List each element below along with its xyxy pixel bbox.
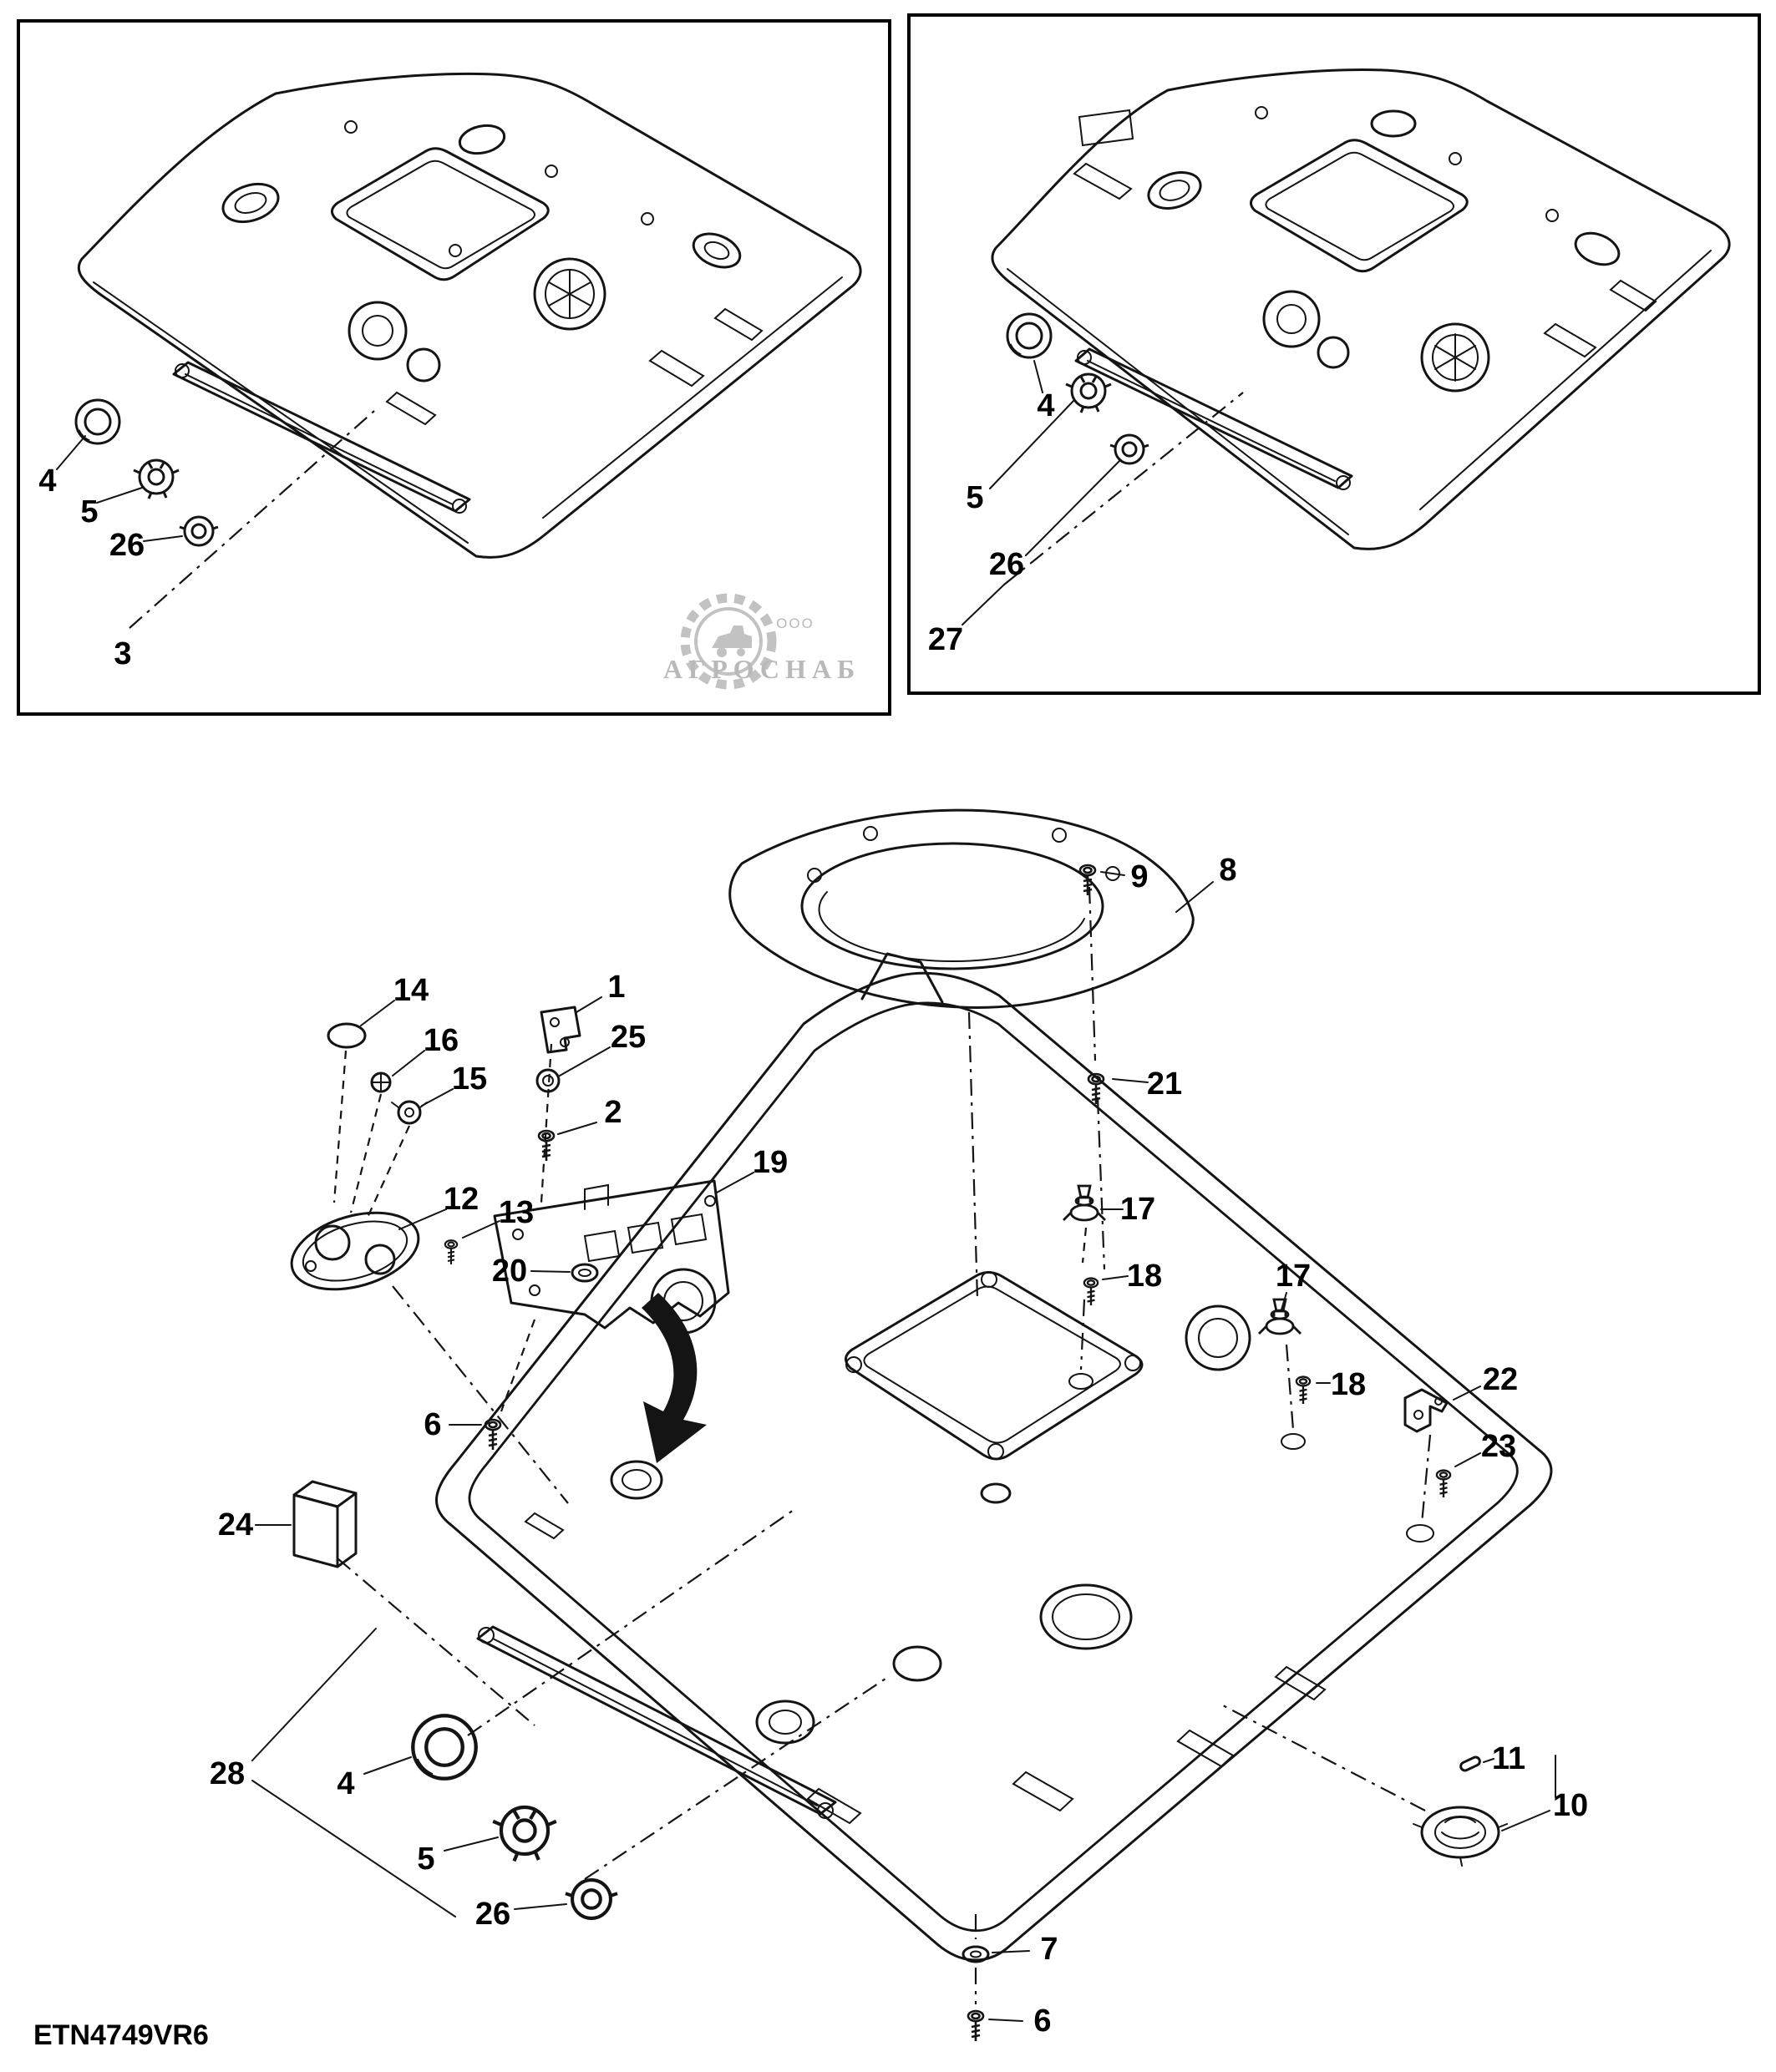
- lamp-pod-part-12: [290, 1211, 420, 1291]
- part-label-26: 26: [109, 528, 145, 563]
- roof-underside-drawing-a: [77, 72, 862, 559]
- part-label-1: 1: [607, 970, 625, 1005]
- ring-nut-part-4: [413, 1715, 475, 1778]
- stud-part-17-b: [1257, 1298, 1302, 1335]
- washer-part-25: [535, 1068, 561, 1093]
- roof-underside-drawing-b: [991, 68, 1731, 550]
- part-label-27: 27: [928, 622, 963, 657]
- cap-part-14: [327, 1022, 367, 1049]
- part-label-12: 12: [444, 1182, 479, 1217]
- part-label-7: 7: [1040, 1932, 1058, 1967]
- part-label-3: 3: [114, 636, 131, 671]
- part-label-5: 5: [966, 480, 983, 515]
- part-label-4: 4: [337, 1766, 354, 1801]
- part-label-16: 16: [424, 1023, 459, 1058]
- watermark-org-text: ООО: [776, 616, 814, 631]
- leader-lines-left: [56, 410, 375, 629]
- screw-part-18-b: [1295, 1375, 1312, 1406]
- panel-border-left: [17, 19, 891, 716]
- top-right-view: 4 5 26 27: [907, 13, 1761, 695]
- figure-code: ETN4749VR6: [33, 2019, 209, 2051]
- screw-part-18-a: [1083, 1277, 1099, 1307]
- part-label-9: 9: [1130, 859, 1148, 894]
- speaker-part-10: [1413, 1806, 1508, 1867]
- pin-part-11: [1459, 1755, 1481, 1772]
- roof-panel-main-drawing: [435, 952, 1553, 1962]
- part-label-15: 15: [452, 1061, 487, 1097]
- stud-part-17-a: [1062, 1184, 1107, 1222]
- part-label-11: 11: [1492, 1741, 1525, 1776]
- part-label-18-b: 18: [1331, 1367, 1366, 1402]
- gear-logo-icon: [680, 593, 777, 690]
- part-label-23: 23: [1481, 1429, 1516, 1464]
- ring-nut-part-4: [74, 398, 121, 445]
- leader-lines-main: [251, 871, 1556, 2022]
- part-label-20: 20: [492, 1254, 527, 1289]
- part-label-17-b: 17: [1276, 1259, 1311, 1294]
- panel-border-right: [907, 13, 1761, 695]
- grommet-part-20: [571, 1263, 599, 1283]
- grab-handle: [172, 361, 471, 514]
- part-label-4: 4: [38, 464, 56, 499]
- part-label-18-a: 18: [1127, 1259, 1162, 1294]
- part-label-4: 4: [1037, 388, 1054, 423]
- part-label-28: 28: [210, 1756, 245, 1791]
- part-label-14: 14: [393, 973, 429, 1008]
- part-label-8: 8: [1219, 853, 1236, 888]
- part-label-5: 5: [80, 494, 98, 529]
- part-label-26: 26: [989, 547, 1024, 582]
- ring-nut-part-4: [1006, 312, 1053, 359]
- plug-part-26: [566, 1880, 617, 1918]
- assembly-arrow: [642, 1293, 707, 1463]
- part-label-2: 2: [604, 1095, 622, 1130]
- watermark: ООО АГРОСНАБ: [663, 593, 860, 690]
- plug-part-26: [1109, 433, 1150, 465]
- part-label-17-a: 17: [1120, 1192, 1155, 1227]
- screw-part-6-bottom: [967, 2009, 985, 2043]
- part-label-5: 5: [417, 1841, 434, 1877]
- part-label-6-b: 6: [1033, 2004, 1051, 2039]
- vent-wheel: [533, 257, 606, 331]
- retainer-part-5: [493, 1807, 556, 1861]
- part-label-22: 22: [1483, 1362, 1518, 1397]
- part-label-19: 19: [753, 1145, 788, 1180]
- screw-part-9: [1078, 864, 1097, 897]
- part-label-6-a: 6: [424, 1407, 441, 1442]
- part-label-26: 26: [475, 1897, 510, 1932]
- clip-part-16: [370, 1071, 392, 1093]
- screw-part-13: [444, 1239, 459, 1266]
- retainer-part-5: [1064, 372, 1113, 414]
- clip-part-15: [391, 1100, 428, 1125]
- screw-part-23: [1435, 1469, 1452, 1499]
- vent-wheel: [1420, 322, 1490, 393]
- washer-part-7: [962, 1945, 990, 1963]
- grab-handle: [476, 1625, 837, 1819]
- part-label-21: 21: [1147, 1066, 1182, 1102]
- grab-handle: [1074, 347, 1353, 490]
- bracket-part-1: [540, 1006, 581, 1054]
- bracket-part-22: [1403, 1388, 1449, 1433]
- part-label-25: 25: [611, 1020, 646, 1055]
- plug-part-26: [178, 515, 220, 547]
- pad-part-24: [292, 1480, 358, 1568]
- part-label-13: 13: [499, 1195, 534, 1230]
- top-left-view: 4 5 26 3: [17, 19, 891, 716]
- hatch-lid-part-8: [728, 808, 1195, 1009]
- watermark-name-text: АГРОСНАБ: [663, 654, 860, 684]
- part-label-24: 24: [218, 1507, 253, 1543]
- leader-lines-right: [962, 360, 1244, 626]
- part-label-10: 10: [1553, 1788, 1588, 1823]
- center-hatch-opening: [845, 1271, 1144, 1504]
- retainer-part-5: [132, 458, 180, 500]
- main-exploded-view: 9 8 14 1 16 15 25 2 12 13 19 20 21 17 18…: [210, 808, 1588, 2043]
